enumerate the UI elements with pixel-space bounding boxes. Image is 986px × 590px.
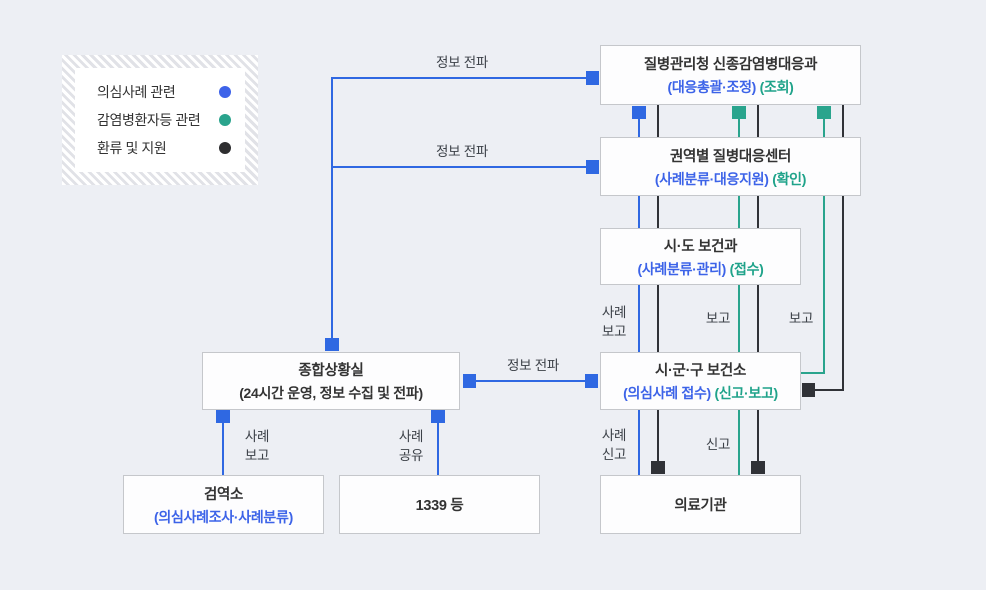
role-text-blue: (의심사례 접수): [623, 385, 711, 401]
label-report-right: 보고: [788, 311, 814, 326]
arrowhead-up-blue-icon: [632, 106, 646, 119]
label-line: 신고: [601, 447, 627, 462]
arrowhead-up-teal-icon: [817, 106, 831, 119]
node-sido-health-division: 시·도 보건과 (사례분류·관리) (접수): [600, 228, 801, 285]
legend-item-suspected-case: 의심사례 관련: [97, 82, 231, 102]
node-title: 권역별 질병대응센터: [669, 148, 792, 165]
node-subtitle: (의심사례조사·사례분류): [154, 508, 293, 525]
line-patient-report-up-1: [738, 106, 740, 475]
arrowhead-up-blue-icon: [216, 410, 230, 423]
infected-patient-dot-icon: [219, 114, 231, 126]
line-patient-report-up-2-horizontal: [801, 372, 825, 374]
label-info-spread-2: 정보 전파: [436, 144, 488, 159]
node-subtitle: (대응총괄·조정) (조회): [667, 77, 793, 97]
arrowhead-right-blue-icon: [586, 71, 599, 85]
label-line: 사례: [601, 428, 627, 443]
arrowhead-down-black-icon: [751, 461, 765, 474]
feedback-support-dot-icon: [219, 142, 231, 154]
label-case-share: 사례 공유: [381, 427, 441, 465]
line-info-spread-bidirectional: [470, 380, 590, 382]
line-patient-report-up-2: [823, 106, 825, 374]
arrowhead-left-black-icon: [802, 383, 815, 397]
node-subtitle: (24시간 운영, 정보 수집 및 전파): [239, 385, 423, 401]
role-text-teal: (조회): [759, 79, 794, 95]
label-line: 보고: [244, 448, 270, 463]
node-situation-room: 종합상황실 (24시간 운영, 정보 수집 및 전파): [202, 352, 460, 410]
line-info-spread-to-kdca: [331, 77, 591, 79]
node-title: 시·도 보건과: [663, 238, 738, 255]
label-info-spread-1: 정보 전파: [436, 55, 488, 70]
line-info-spread-vertical: [331, 77, 333, 351]
role-text-teal: (접수): [729, 260, 764, 277]
legend-inner: 의심사례 관련 감염병환자등 관련 환류 및 지원: [75, 68, 245, 172]
node-quarantine-station: 검역소 (의심사례조사·사례분류): [123, 475, 324, 534]
line-case-share-1339: [437, 420, 439, 475]
arrowhead-down-black-icon: [651, 461, 665, 474]
line-info-spread-to-regional: [331, 166, 591, 168]
arrowhead-left-blue-icon: [463, 374, 476, 388]
label-notify: 신고: [705, 437, 731, 452]
legend-item-infected-patient: 감염병환자등 관련: [97, 110, 231, 130]
node-subtitle: (사례분류·대응지원) (확인): [654, 169, 807, 189]
legend-label: 감염병환자등 관련: [97, 112, 201, 128]
node-title: 시·군·구 보건소: [654, 363, 747, 379]
arrowhead-right-blue-icon: [586, 160, 599, 174]
node-1339-callcenter: 1339 등: [339, 475, 540, 534]
node-title: 의료기관: [674, 498, 727, 514]
role-text-teal: (확인): [772, 170, 807, 187]
line-case-report-quarantine: [222, 420, 224, 475]
label-case-report-quarantine: 사례 보고: [227, 427, 287, 465]
label-line: 사례: [601, 305, 627, 320]
line-suspected-case-report-up: [638, 106, 640, 475]
node-title: 검역소: [203, 486, 244, 503]
label-line: 공유: [398, 448, 424, 463]
node-title: 종합상황실: [298, 363, 364, 379]
legend-label: 환류 및 지원: [97, 140, 167, 156]
node-title: 질병관리청 신종감염병대응과: [643, 57, 818, 73]
node-regional-center: 권역별 질병대응센터 (사례분류·대응지원) (확인): [600, 137, 861, 196]
legend-box: 의심사례 관련 감염병환자등 관련 환류 및 지원: [62, 55, 258, 185]
label-line: 보고: [601, 324, 627, 339]
role-text-teal: (신고·보고): [714, 385, 778, 401]
label-report-mid: 보고: [705, 311, 731, 326]
label-info-spread-3: 정보 전파: [507, 358, 559, 373]
role-text-blue: (사례분류·대응지원): [654, 170, 769, 187]
arrowhead-right-blue-icon: [585, 374, 598, 388]
node-subtitle: (사례분류·관리) (접수): [637, 259, 763, 279]
node-kdca: 질병관리청 신종감염병대응과 (대응총괄·조정) (조회): [600, 45, 861, 105]
label-case-notify: 사례 신고: [584, 426, 644, 464]
label-line: 사례: [244, 429, 270, 444]
legend-label: 의심사례 관련: [97, 84, 176, 100]
arrowhead-up-blue-icon: [431, 410, 445, 423]
line-feedback-down-3: [842, 105, 844, 391]
node-subtitle: (의심사례 접수) (신고·보고): [623, 383, 778, 403]
node-medical-institution: 의료기관: [600, 475, 801, 534]
label-case-report-right: 사례 보고: [584, 303, 644, 341]
arrowhead-down-blue-icon: [325, 338, 339, 351]
node-title: 1339 등: [415, 498, 464, 514]
arrowhead-up-teal-icon: [732, 106, 746, 119]
legend-item-feedback-support: 환류 및 지원: [97, 138, 231, 158]
label-line: 사례: [398, 429, 424, 444]
node-sigungu-health-center: 시·군·구 보건소 (의심사례 접수) (신고·보고): [600, 352, 801, 410]
role-text-blue: (사례분류·관리): [637, 260, 727, 277]
suspected-case-dot-icon: [219, 86, 231, 98]
line-feedback-down-3-horizontal: [814, 389, 844, 391]
role-text-blue: (대응총괄·조정): [667, 79, 757, 95]
